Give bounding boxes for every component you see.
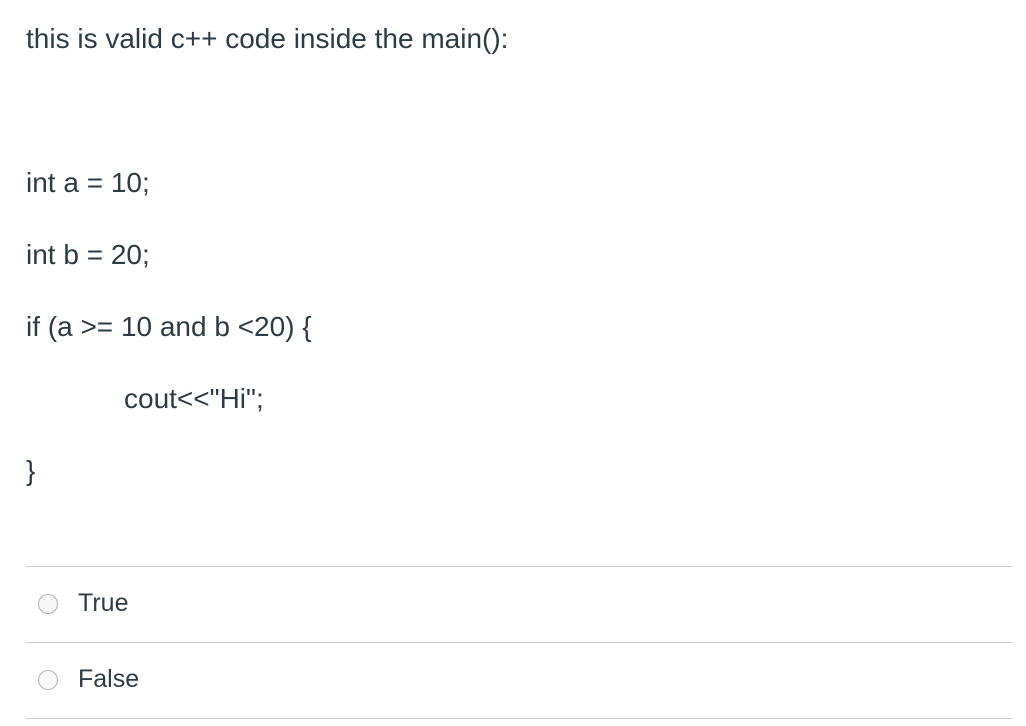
code-line-5: } — [26, 455, 36, 486]
radio-button-true[interactable] — [38, 594, 58, 614]
divider — [26, 566, 1012, 567]
code-line-1: int a = 10; — [26, 167, 150, 198]
radio-button-false[interactable] — [38, 670, 58, 690]
answer-option-false[interactable]: False — [26, 643, 1012, 717]
divider — [26, 642, 1012, 643]
code-line-3: if (a >= 10 and b <20) { — [26, 311, 312, 342]
answer-label-false[interactable]: False — [78, 665, 140, 693]
code-line-2: int b = 20; — [26, 239, 150, 270]
divider — [26, 718, 1012, 719]
answer-label-true[interactable]: True — [78, 589, 129, 617]
question-prompt: this is valid c++ code inside the main()… — [26, 23, 509, 54]
answer-option-true[interactable]: True — [26, 567, 1012, 641]
code-line-4: cout<<"Hi"; — [124, 383, 264, 414]
